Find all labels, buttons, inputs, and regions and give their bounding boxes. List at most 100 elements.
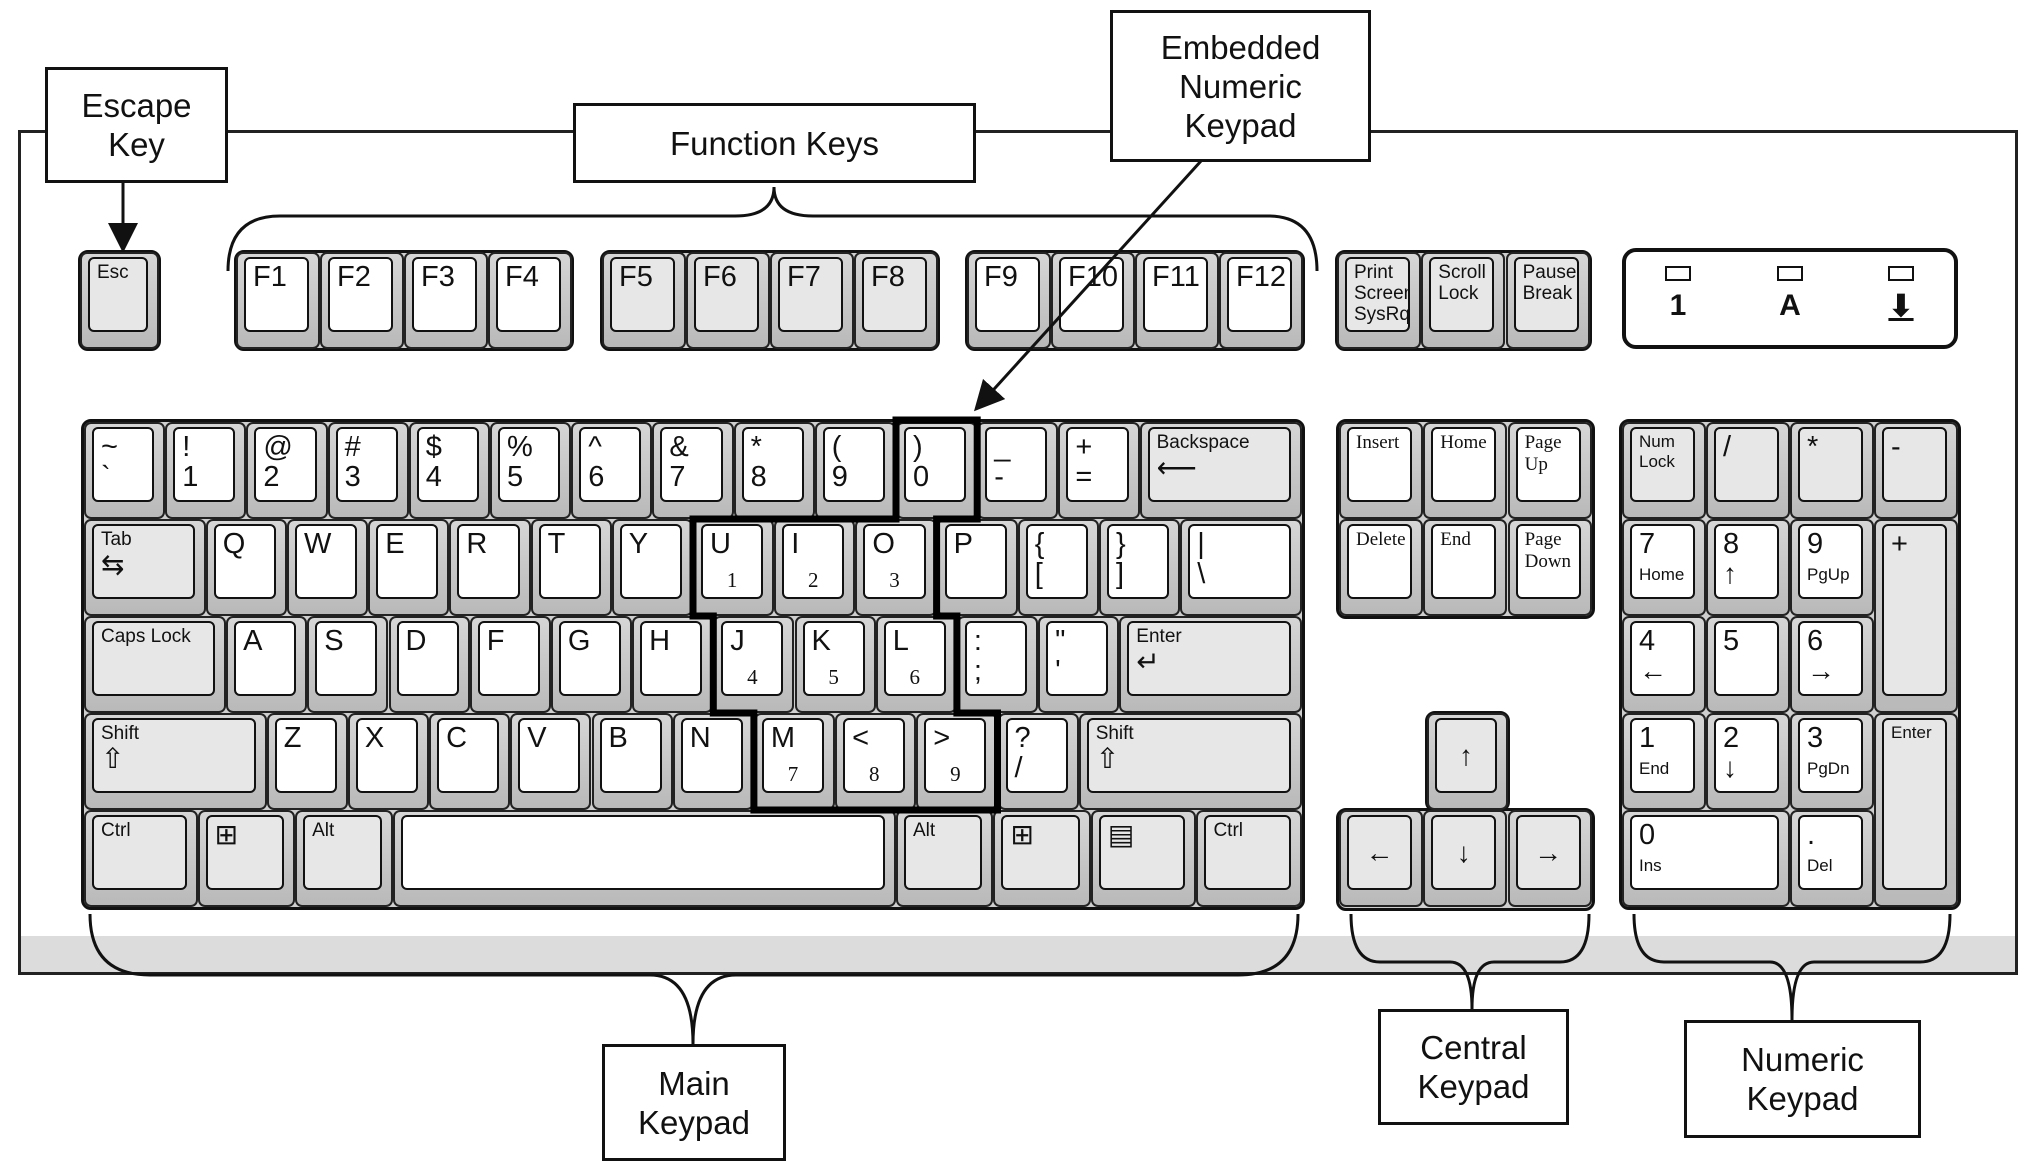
key-f11[interactable]: F11	[1135, 252, 1219, 349]
key-caps-lock[interactable]: Caps Lock	[84, 616, 227, 713]
key-home[interactable]: Home	[1423, 422, 1508, 519]
key-symbol[interactable]: #3	[327, 422, 409, 519]
key-symbol[interactable]: +=	[1058, 422, 1140, 519]
key-symbol[interactable]: {[	[1017, 519, 1099, 616]
key-space[interactable]	[392, 810, 896, 907]
key-windows-icon[interactable]: ⊞	[993, 810, 1091, 907]
key-2[interactable]: 2↓	[1706, 713, 1790, 810]
key-q[interactable]: Q	[205, 519, 287, 616]
key-c[interactable]: C	[429, 713, 511, 810]
key-symbol[interactable]: -	[1874, 422, 1958, 519]
key-h[interactable]: H	[632, 616, 714, 713]
key-symbol[interactable]: +	[1874, 519, 1958, 713]
key-tab[interactable]: Tab⇆	[84, 519, 206, 616]
key-symbol[interactable]: "'	[1038, 616, 1120, 713]
key-symbol[interactable]: }]	[1099, 519, 1181, 616]
key-5[interactable]: 5	[1706, 616, 1790, 713]
key-insert[interactable]: Insert	[1339, 422, 1423, 519]
key-g[interactable]: G	[550, 616, 633, 713]
key-windows-icon[interactable]: ⊞	[197, 810, 296, 907]
key-alt[interactable]: Alt	[295, 810, 393, 907]
key-symbol[interactable]: <8	[835, 713, 917, 810]
key-y[interactable]: Y	[611, 519, 693, 616]
key-symbol[interactable]: @2	[246, 422, 328, 519]
key-alt[interactable]: Alt	[896, 810, 994, 907]
key-f8[interactable]: F8	[854, 252, 938, 349]
key-arrow-up-icon[interactable]: ↑	[1427, 713, 1508, 810]
key-f9[interactable]: F9	[967, 252, 1051, 349]
key-symbol[interactable]: _-	[977, 422, 1059, 519]
key-ctrl[interactable]: Ctrl	[84, 810, 198, 907]
key-f12[interactable]: F12	[1219, 252, 1303, 349]
key-f6[interactable]: F6	[686, 252, 770, 349]
key-symbol[interactable]: &7	[652, 422, 734, 519]
key-enter[interactable]: Enter	[1874, 713, 1958, 907]
key-f2[interactable]: F2	[320, 252, 404, 349]
key-e[interactable]: E	[368, 519, 450, 616]
key-8[interactable]: 8↑	[1706, 519, 1790, 616]
key-4[interactable]: 4←	[1622, 616, 1706, 713]
key-f5[interactable]: F5	[602, 252, 686, 349]
key-x[interactable]: X	[347, 713, 430, 810]
key-f7[interactable]: F7	[770, 252, 854, 349]
key-symbol[interactable]: /	[1706, 422, 1790, 519]
key-ctrl[interactable]: Ctrl	[1196, 810, 1302, 907]
key-delete[interactable]: Delete	[1339, 519, 1423, 616]
key-6[interactable]: 6→	[1790, 616, 1874, 713]
key-backspace[interactable]: Backspace⟵	[1139, 422, 1302, 519]
key-symbol[interactable]: ^6	[571, 422, 653, 519]
key-f1[interactable]: F1	[236, 252, 320, 349]
key-symbol[interactable]: >9	[916, 713, 998, 810]
key-v[interactable]: V	[510, 713, 592, 810]
key-esc[interactable]: Esc	[80, 252, 159, 349]
key-symbol[interactable]: $4	[408, 422, 490, 519]
key-symbol[interactable]: *	[1790, 422, 1874, 519]
key-t[interactable]: T	[530, 519, 612, 616]
key-b[interactable]: B	[591, 713, 673, 810]
key-arrow-left-icon[interactable]: ←	[1339, 810, 1423, 907]
key-shift[interactable]: Shift⇧	[1078, 713, 1302, 810]
key-a[interactable]: A	[226, 616, 308, 713]
key-f10[interactable]: F10	[1051, 252, 1135, 349]
key-symbol[interactable]: |\	[1180, 519, 1302, 616]
key-arrow-right-icon[interactable]: →	[1507, 810, 1592, 907]
key-symbol[interactable]: .Del	[1790, 810, 1874, 907]
key-p[interactable]: P	[936, 519, 1018, 616]
key-symbol[interactable]: :;	[956, 616, 1039, 713]
key-end[interactable]: End	[1423, 519, 1508, 616]
key-symbol[interactable]: )0	[896, 422, 978, 519]
key-z[interactable]: Z	[266, 713, 348, 810]
key-s[interactable]: S	[307, 616, 389, 713]
key-symbol[interactable]: (9	[814, 422, 896, 519]
key-d[interactable]: D	[388, 616, 470, 713]
key-symbol[interactable]: ?/	[997, 713, 1079, 810]
key-f4[interactable]: F4	[488, 252, 572, 349]
key-r[interactable]: R	[449, 519, 531, 616]
key-n[interactable]: N	[672, 713, 754, 810]
key-w[interactable]: W	[287, 519, 369, 616]
key-shift[interactable]: Shift⇧	[84, 713, 267, 810]
key-menu-icon[interactable]: ▤	[1090, 810, 1197, 907]
key-symbol[interactable]: !1	[165, 422, 247, 519]
key-f[interactable]: F	[469, 616, 551, 713]
key-enter[interactable]: Enter↵	[1119, 616, 1302, 713]
key-f3[interactable]: F3	[404, 252, 488, 349]
